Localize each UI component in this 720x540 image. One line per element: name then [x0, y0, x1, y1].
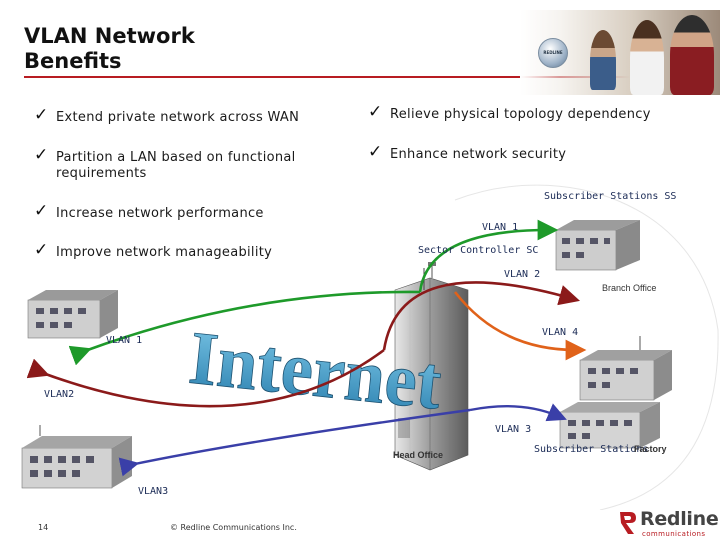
globe-icon	[538, 38, 568, 68]
factory-building	[559, 402, 660, 449]
vlan3-path	[118, 408, 471, 477]
brand-tagline: communications	[642, 530, 706, 538]
bullet-text: Relieve physical topology dependency	[390, 107, 651, 122]
vlan3-label-left: VLAN3	[138, 486, 168, 497]
building-left-top	[27, 290, 118, 339]
person-figure	[670, 15, 714, 95]
bullet-text: Increase network performance	[56, 206, 264, 221]
vlan3-label-right: VLAN 3	[495, 424, 531, 435]
subscriber-stations-bottom-label: Subscriber Stations	[534, 444, 648, 455]
vlan3-uplink	[469, 403, 567, 422]
vlan2-label-left: VLAN2	[44, 389, 74, 400]
page-title: VLAN Network Benefits	[24, 24, 195, 73]
factory-label: Factory	[634, 444, 667, 454]
vlan4-path	[453, 291, 587, 361]
branch-office-building	[555, 220, 640, 271]
sector-controller-label: Sector Controller SC	[418, 245, 538, 256]
hero-photo: REDLINE	[520, 10, 720, 95]
bullet-text: Partition a LAN based on functional requ…	[56, 150, 296, 181]
bullet-text: Extend private network across WAN	[56, 110, 300, 125]
head-office-label: Head Office	[393, 450, 443, 460]
vlan2-label-right: VLAN 2	[504, 269, 540, 280]
person-figure	[630, 20, 664, 95]
vlan2-uplink	[382, 281, 581, 351]
copyright-text: © Redline Communications Inc.	[170, 523, 297, 532]
redline-logo: Redline communications	[618, 506, 719, 540]
building-right-middle	[579, 336, 672, 401]
checkmark-icon: ✓	[34, 201, 49, 221]
checkmark-icon: ✓	[368, 102, 383, 122]
subscriber-stations-top-label: Subscriber Stations SS	[544, 191, 676, 202]
vlan2-path	[26, 348, 385, 408]
checkmark-icon: ✓	[34, 145, 49, 165]
title-rule	[24, 76, 636, 78]
checkmark-icon: ✓	[34, 105, 49, 125]
bullet-text: Improve network manageability	[56, 245, 273, 260]
vlan-network-diagram: Internet VLAN 1 VLAN2 VLAN3 VLAN 1 VLAN …	[21, 184, 719, 510]
vlan1-label-left: VLAN 1	[106, 335, 142, 346]
vlan1-uplink	[418, 219, 559, 293]
page-number: 14	[38, 523, 49, 532]
branch-office-label: Branch Office	[602, 283, 656, 293]
bullet-text: Enhance network security	[390, 147, 567, 162]
vlan4-label-right: VLAN 4	[542, 327, 578, 338]
checkmark-icon: ✓	[34, 240, 49, 260]
building-left-bottom	[21, 425, 132, 489]
head-office-tower	[394, 262, 469, 471]
person-figure	[590, 30, 616, 90]
vlan1-label-right: VLAN 1	[482, 222, 518, 233]
brand-name: Redline	[640, 508, 719, 530]
globe-logo-text: REDLINE	[543, 50, 563, 55]
checkmark-icon: ✓	[368, 142, 383, 162]
vlan1-path	[68, 290, 421, 366]
redline-mark-icon	[620, 512, 636, 534]
coverage-arc	[454, 184, 719, 510]
